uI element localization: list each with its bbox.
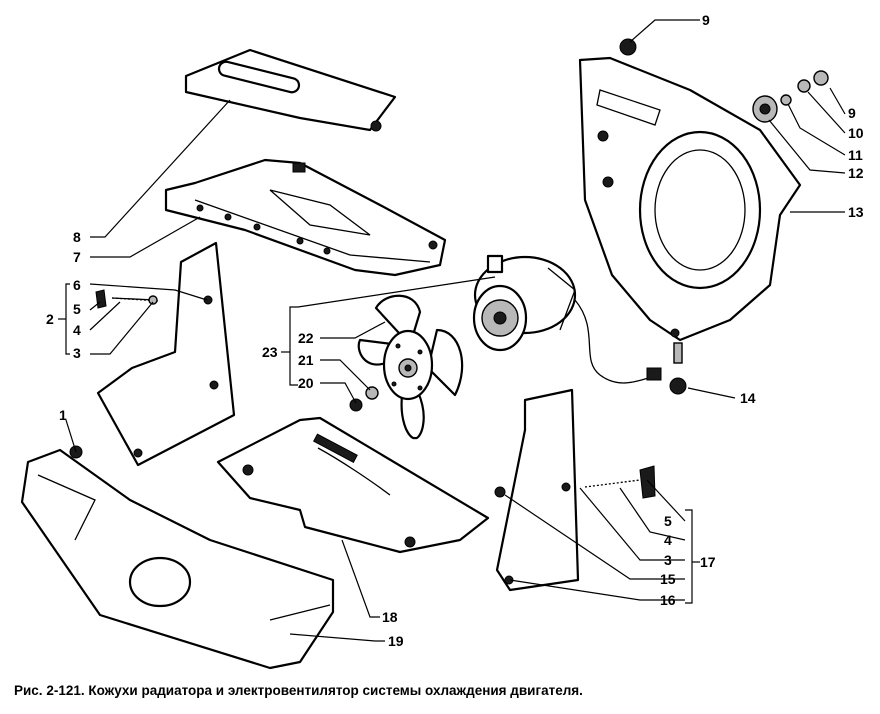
callout-10: 10 [848,125,864,141]
upper-shroud [164,158,447,277]
callout-23: 23 [262,344,278,360]
callout-labels: 1 2 3 4 5 6 7 8 9 9 10 11 12 13 14 15 16… [46,12,864,649]
fan-impeller [357,294,464,440]
callout-6: 6 [73,277,81,293]
callout-5-right: 5 [664,513,672,529]
callout-2: 2 [46,311,54,327]
callout-5-left: 5 [73,301,81,317]
callout-3-left: 3 [73,345,81,361]
callout-4-right: 4 [664,532,672,548]
top-cover-plate [184,48,397,132]
fan-nut-washer [349,386,379,412]
grommet [669,342,687,395]
callout-12: 12 [848,165,864,181]
callout-13: 13 [848,204,864,220]
figure-caption: Рис. 2-121. Кожухи радиатора и электрове… [14,683,583,698]
right-bolt-assembly [584,465,656,499]
fan-motor [472,254,662,384]
front-bottom-shroud [20,445,335,670]
callout-16: 16 [660,592,676,608]
callout-3-right: 3 [664,552,672,568]
callout-11: 11 [848,147,863,163]
callout-21: 21 [298,352,314,368]
right-side-panel [494,388,580,592]
callout-14: 14 [740,390,756,406]
callout-15: 15 [660,571,676,587]
housing-fasteners [619,38,829,123]
callout-19: 19 [388,633,404,649]
callout-9-top: 9 [702,12,710,28]
callout-8: 8 [73,229,81,245]
left-side-panel [96,241,236,467]
callout-20: 20 [298,375,314,391]
callout-18: 18 [382,609,398,625]
callout-4-left: 4 [73,322,81,338]
callout-22: 22 [298,330,314,346]
callout-1: 1 [59,407,67,423]
callout-9-right: 9 [848,105,856,121]
callout-7: 7 [73,249,81,265]
leader-lines [58,19,846,642]
fan-housing [578,56,802,342]
lower-deflector [216,416,490,554]
callout-17: 17 [700,554,716,570]
